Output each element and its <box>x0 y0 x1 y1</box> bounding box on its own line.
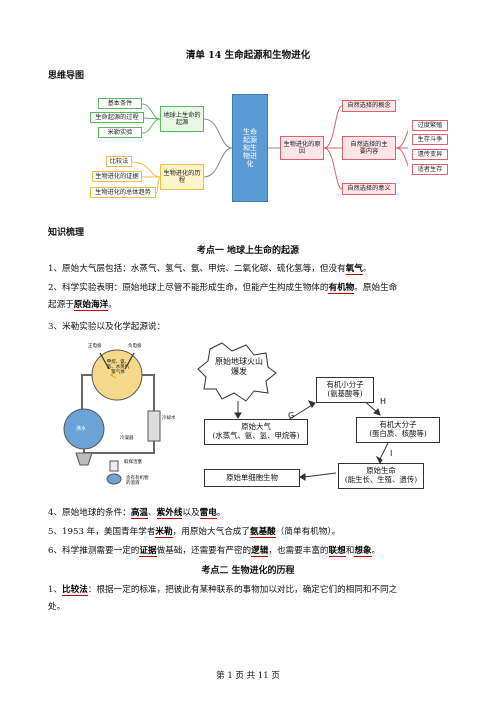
text: 。原始生命 <box>354 283 398 293</box>
text: 和 <box>345 546 355 556</box>
flow-box-single-cell: 原始单细胞生物 <box>204 469 300 487</box>
paragraph-6: 6、科学推测需要一定的证据做基础，还需要有严密的逻辑，也需要丰富的联想和想象。 <box>48 543 458 560</box>
apparatus-label: 含有有机物的溶液 <box>126 476 149 486</box>
keyword: 高温 <box>130 508 149 519</box>
text: 。 <box>371 546 381 556</box>
arrow-label-h: H <box>380 397 387 406</box>
keyword: 比较法 <box>62 585 88 596</box>
keyword: 原始海洋 <box>73 300 109 311</box>
apparatus-label: 取样活塞 <box>124 460 142 465</box>
text: 。 <box>216 508 226 518</box>
text: 、 <box>148 508 157 518</box>
mindmap-leaf: 遗传变异 <box>412 149 448 160</box>
keyword: 米勒 <box>155 527 173 538</box>
text: （简单有机物）。 <box>275 527 341 537</box>
text: 4、原始地球的条件： <box>48 508 131 518</box>
knowledge-heading: 知识梳理 <box>48 228 85 238</box>
mindmap-leaf: 生物进化的证据 <box>92 171 142 182</box>
mind-map: 基本条件 生命起源的过程 米勒实验 地球上生命的起源 比较法 生物进化的证据 生… <box>90 92 408 205</box>
page-footer: 第 1 页 共 11 页 <box>216 671 280 681</box>
mind-map-connectors <box>131 103 408 194</box>
paragraph-1: 1、原始大气层包括：水蒸气、氢气、氨、甲烷、二氧化碳、硫化氢等，但没有氧气。 <box>48 261 458 278</box>
text: ：根据一定的标准，把彼此有某种联系的事物加以对比，确定它们的相同和不同之 <box>87 585 398 595</box>
paragraph-4: 4、原始地球的条件：高温、紫外线以及雷电。 <box>48 505 458 522</box>
mindmap-center: 生命起源和生物进化 <box>232 94 268 202</box>
keyword: 联想 <box>328 546 346 557</box>
mindmap-branch: 地球上生命的起源 <box>160 106 204 132</box>
mindmap-leaf: 基本条件 <box>98 98 142 109</box>
volcano-cloud-label: 原始地球火山爆发 <box>215 357 263 377</box>
flow-box-small-molecules: 有机小分子 (氨基酸等) <box>316 377 374 403</box>
apparatus-label: 沸水 <box>76 426 87 432</box>
paragraph-7: 1、比较法：根据一定的标准，把彼此有某种联系的事物加以对比，确定它们的相同和不同… <box>48 582 458 616</box>
mindmap-leaf: 过度繁殖 <box>412 120 448 131</box>
apparatus-label: 负电极 <box>128 344 142 349</box>
mindmap-leaf: 生存斗争 <box>412 134 448 145</box>
text: 1、原始大气层包括：水蒸气、氢气、氨、甲烷、二氧化碳、硫化氢等，但没有 <box>48 264 346 274</box>
mindmap-mid: 自然选择的主要内容 <box>342 136 396 160</box>
paragraph-2: 2、科学实验表明：原始地球上尽管不能形成生命，但能产生构成生物体的有机物。原始生… <box>48 280 458 314</box>
mindmap-leaf: 适者生存 <box>412 164 448 175</box>
apparatus-label: 正电极 <box>88 344 102 349</box>
apparatus-label: 冷凝器 <box>120 436 134 441</box>
arrow-label-g: G <box>288 411 295 420</box>
keyword: 逻辑 <box>251 546 269 557</box>
keyword: 紫外线 <box>156 508 183 519</box>
page-title: 清单 14 生命起源和生物进化 <box>185 50 311 61</box>
flow-box-primitive-life: 原始生命 (能生长、生殖、遗传) <box>338 463 424 489</box>
miller-figure: 甲烷、氨、氢、水蒸气等气体 正电极 负电极 冷凝器 冷却水 沸水 取样活塞 含有… <box>62 341 442 496</box>
text: 2、科学实验表明：原始地球上尽管不能形成生命，但能产生构成生物体的 <box>48 283 329 293</box>
text: 1、 <box>48 585 63 595</box>
text: 。 <box>362 264 372 274</box>
mindmap-leaf: 生命起源的过程 <box>90 112 144 123</box>
text: 做基础，还需要有严密的 <box>156 546 252 556</box>
keyword: 有机物 <box>328 283 355 294</box>
text: 6、科学推测需要一定的 <box>48 546 140 556</box>
text: 起源于 <box>48 300 74 310</box>
mindmap-leaf: 比较法 <box>106 156 132 167</box>
keyword: 雷电 <box>199 508 217 519</box>
miller-apparatus-drawing <box>63 342 389 485</box>
kaodian-2-heading: 考点二 生物进化的历程 <box>201 566 295 576</box>
paragraph-3: 3、米勒实验以及化学起源说： <box>48 322 166 332</box>
mindmap-branch: 生物进化的历程 <box>160 164 204 190</box>
mindmap-branch: 生物进化的原因 <box>280 136 324 160</box>
apparatus-label: 甲烷、氨、氢、水蒸气等气体 <box>106 360 130 375</box>
text: 以及 <box>182 508 200 518</box>
mindmap-heading: 思维导图 <box>48 71 85 81</box>
text: 5、1953 年，美国青年学者 <box>48 527 156 537</box>
text: ，也需要丰富的 <box>268 546 329 556</box>
keyword: 氨基酸 <box>249 527 276 538</box>
keyword: 证据 <box>139 546 157 557</box>
mindmap-leaf: 生物进化的总体趋势 <box>90 187 156 198</box>
paragraph-5: 5、1953 年，美国青年学者米勒，用原始大气合成了氨基酸（简单有机物）。 <box>48 524 458 541</box>
flow-box-primitive-atmosphere: 原始大气 (水蒸气、氨、氢、甲烷等) <box>204 419 308 445</box>
keyword: 想象 <box>354 546 372 557</box>
flow-box-macromolecules: 有机大分子 (蛋白质、核酸等) <box>356 417 440 443</box>
mindmap-leaf: 米勒实验 <box>98 127 142 138</box>
keyword: 氧气 <box>345 264 363 275</box>
kaodian-1-heading: 考点一 地球上生命的起源 <box>196 246 300 256</box>
apparatus-label: 冷却水 <box>162 416 176 421</box>
arrow-label-i: I <box>390 449 393 458</box>
text: ，用原始大气合成了 <box>172 527 250 537</box>
mindmap-mid: 自然选择的意义 <box>342 183 396 195</box>
text: 。 <box>108 300 117 310</box>
mindmap-mid: 自然选择的概念 <box>342 100 396 112</box>
text: 处。 <box>48 602 66 612</box>
